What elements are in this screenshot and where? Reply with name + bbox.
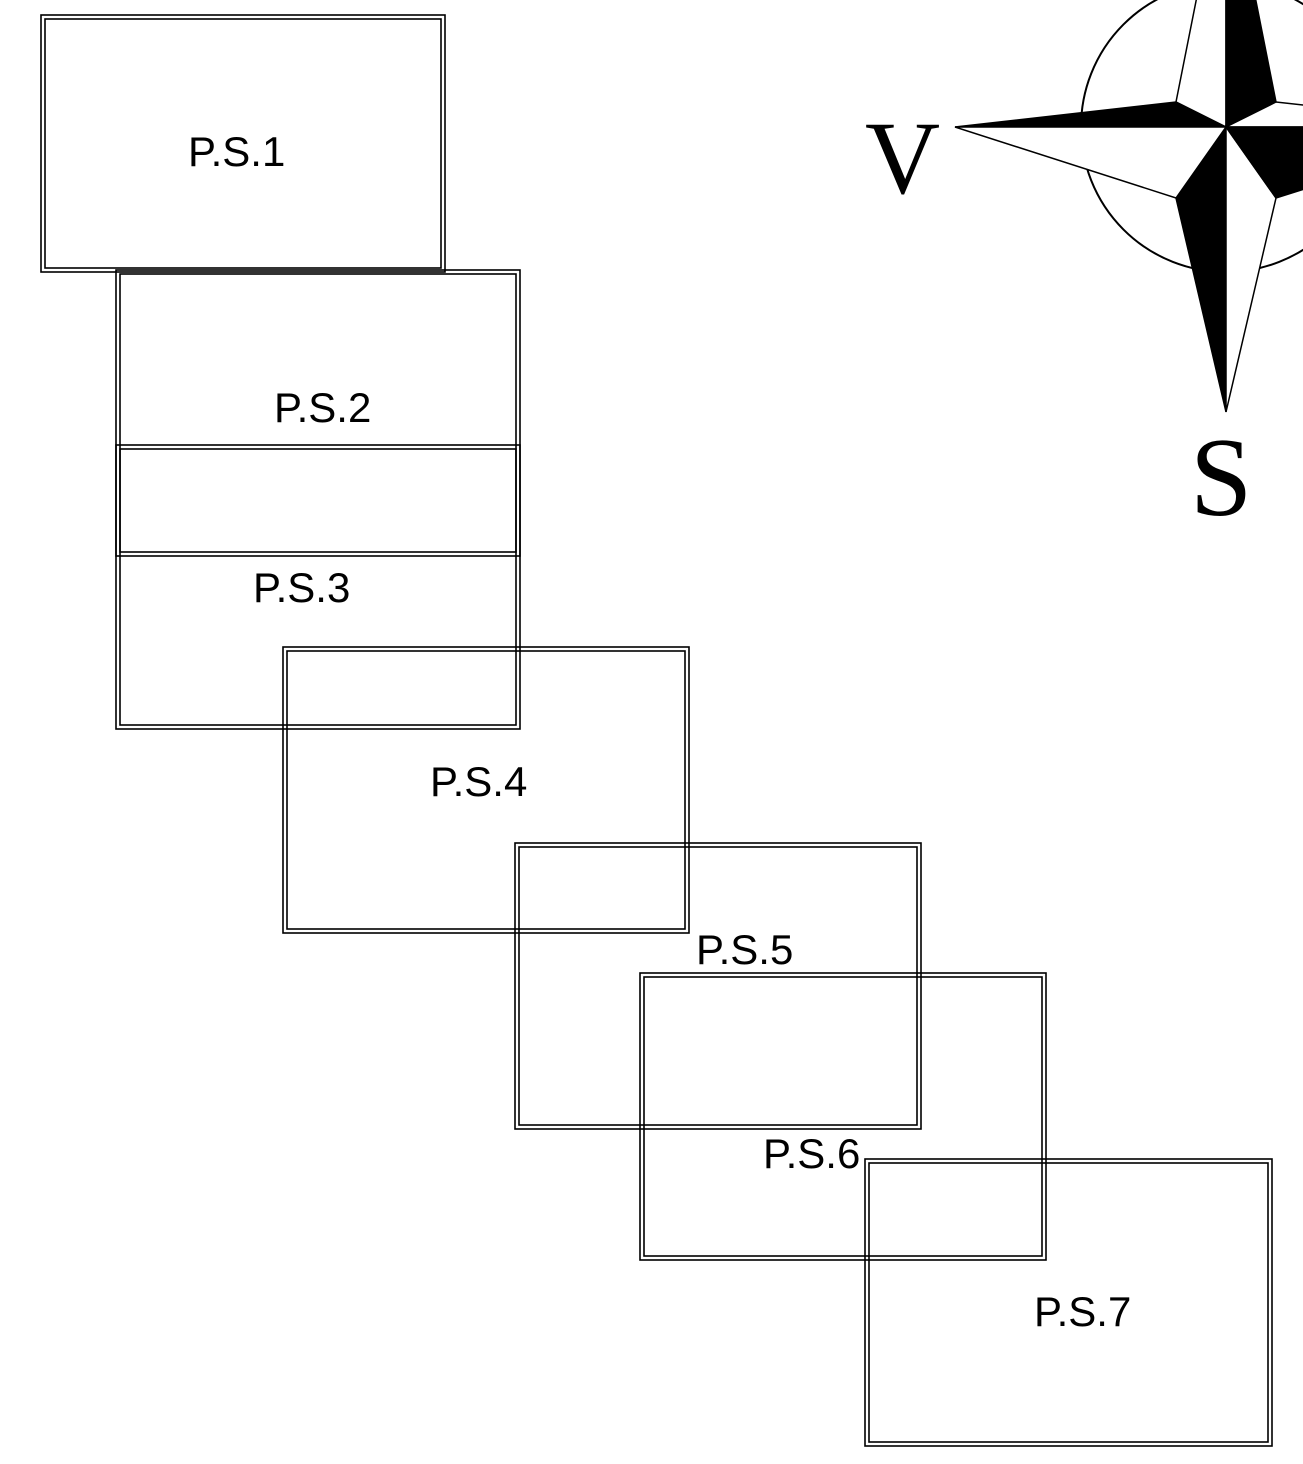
zone-ps5-outer-border: [514, 842, 922, 1130]
zone-ps3-label: P.S.3: [253, 564, 350, 611]
zone-ps1-label: P.S.1: [188, 128, 285, 175]
zone-ps4: [282, 646, 690, 934]
zone-ps7-inner-border: [868, 1162, 1269, 1443]
zone-ps6-inner-border: [643, 976, 1043, 1257]
zone-ps7: [864, 1158, 1273, 1447]
zone-ps1: [40, 14, 446, 273]
zone-ps5-inner-border: [518, 846, 918, 1126]
zone-ps1-inner-border: [44, 18, 442, 269]
zone-ps4-inner-border: [286, 650, 686, 930]
compass-west-label: V: [865, 101, 940, 216]
compass-west-arm-white: [954, 126, 1228, 199]
zone-ps5: [514, 842, 922, 1130]
zone-ps3-outer-border: [115, 444, 521, 730]
compass-rose: V S: [865, 0, 1303, 540]
zone-ps3-inner-border: [119, 448, 517, 726]
zone-ps4-label: P.S.4: [430, 758, 527, 805]
zone-ps7-outer-border: [864, 1158, 1273, 1447]
zone-ps6: [639, 972, 1047, 1261]
zone-ps2-label: P.S.2: [274, 384, 371, 431]
zone-ps1-outer-border: [40, 14, 446, 273]
zone-ps4-outer-border: [282, 646, 690, 934]
zone-ps6-label: P.S.6: [763, 1130, 860, 1177]
zone-ps7-label: P.S.7: [1034, 1288, 1131, 1335]
compass-east-arm-black: [1224, 126, 1303, 199]
zone-ps3: [115, 444, 521, 730]
compass-south-label: S: [1190, 416, 1252, 540]
zone-ps5-label: P.S.5: [696, 926, 793, 973]
compass-east-arm-white: [1225, 101, 1303, 128]
zone-ps2-outer-border: [115, 269, 521, 557]
zone-ps2: [115, 269, 521, 557]
zone-ps2-inner-border: [119, 273, 517, 553]
zone-ps6-outer-border: [639, 972, 1047, 1261]
